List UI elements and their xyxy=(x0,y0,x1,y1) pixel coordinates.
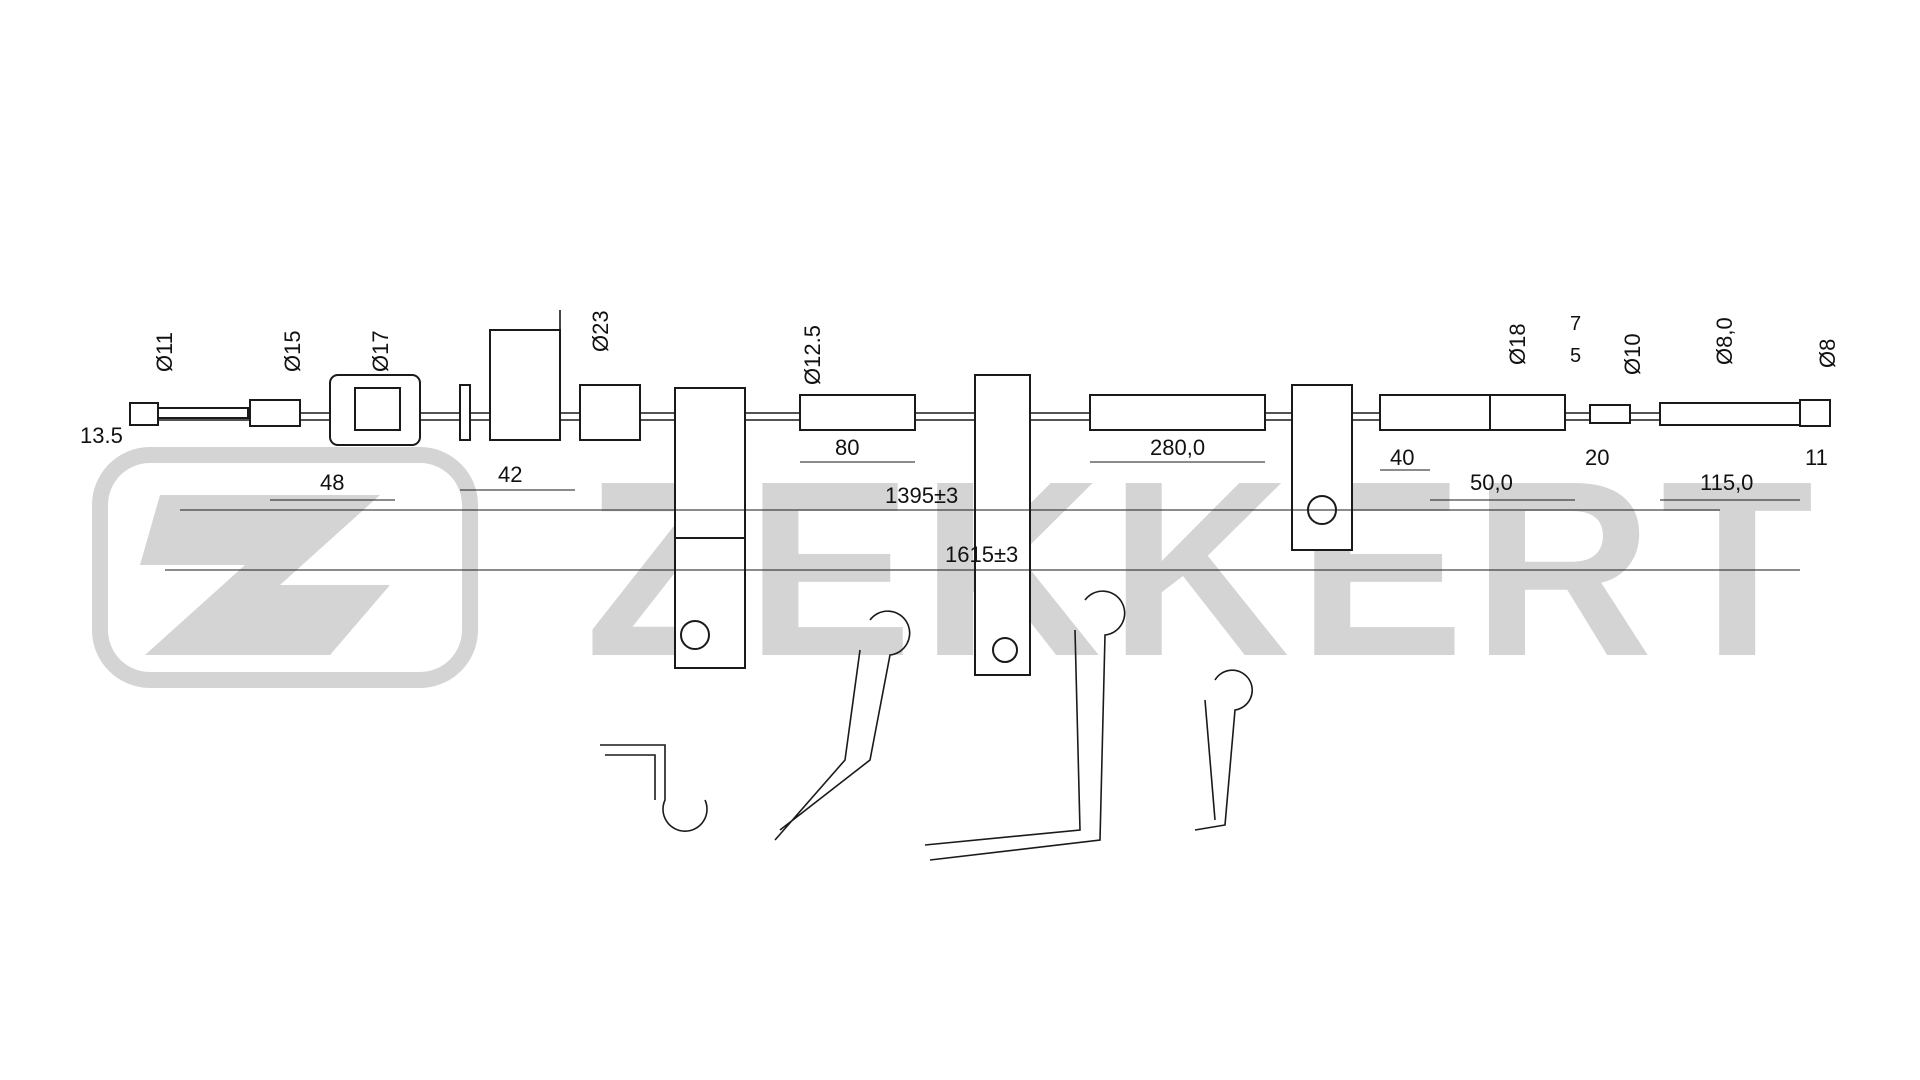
zekkert-logo-watermark: ZEKKERT xyxy=(92,429,1822,708)
dim-5: 5 xyxy=(1570,345,1581,367)
dim-48: 48 xyxy=(320,470,344,495)
dim-13-5: 13.5 xyxy=(80,423,123,448)
dim-20: 20 xyxy=(1585,445,1609,470)
dim-80: 80 xyxy=(835,435,859,460)
dim-d15: Ø15 xyxy=(280,330,305,372)
dim-d23: Ø23 xyxy=(588,310,613,352)
dim-d11: Ø11 xyxy=(152,332,177,372)
dim-50: 50,0 xyxy=(1470,470,1513,495)
dim-115: 115,0 xyxy=(1700,470,1753,495)
watermark-text: ZEKKERT xyxy=(585,429,1822,708)
dim-40: 40 xyxy=(1390,445,1414,470)
dim-d8: Ø8 xyxy=(1815,339,1840,368)
brackets xyxy=(600,590,1253,861)
dim-d12-5: Ø12.5 xyxy=(800,325,825,385)
dim-1615: 1615±3 xyxy=(945,542,1018,567)
dim-d8-0: Ø8,0 xyxy=(1712,317,1737,365)
dim-280: 280,0 xyxy=(1150,435,1205,460)
dim-d18: Ø18 xyxy=(1505,323,1530,365)
left-end-fitting xyxy=(129,310,1831,676)
dim-11: 11 xyxy=(1805,445,1828,470)
dim-42: 42 xyxy=(498,462,522,487)
dim-d10: Ø10 xyxy=(1620,333,1645,375)
dim-1395: 1395±3 xyxy=(885,483,958,508)
dim-d17: Ø17 xyxy=(368,330,393,372)
dim-7: 7 xyxy=(1570,313,1581,335)
